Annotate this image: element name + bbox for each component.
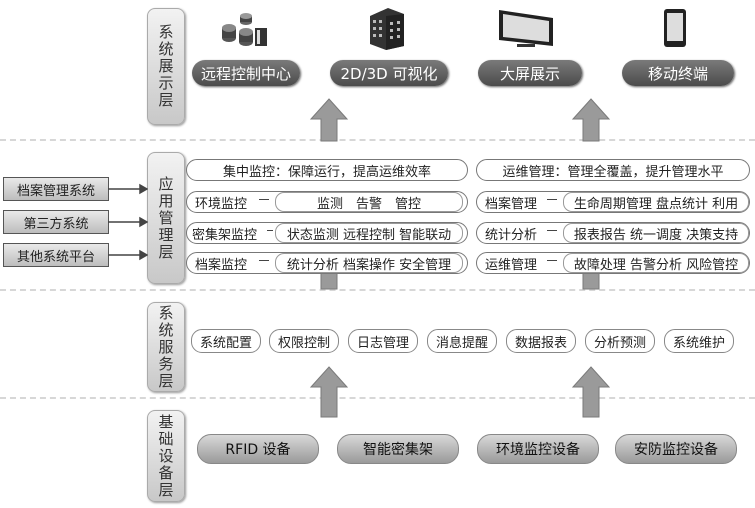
device-security-monitor: 安防监控设备 [615,434,737,464]
divider [0,289,755,291]
app-row-detail: 监测 告警 管控 [275,192,463,212]
tablet-icon [664,9,686,47]
divider [0,397,755,399]
app-row-shelving: 密集架监控 状态监测 远程控制 智能联动 [186,222,468,244]
external-system-archive: 档案管理系统 [3,177,109,201]
app-row-detail: 报表报告 统一调度 决策支持 [563,223,749,243]
monitor-icon [499,10,553,47]
display-item-remote-center: 远程控制中心 [192,60,300,86]
app-row-archive-monitor: 档案监控 统计分析 档案操作 安全管理 [186,252,468,274]
up-arrow-icon [309,98,349,142]
app-row-detail: 故障处理 告警分析 风险管控 [563,253,749,273]
layer-display: 系统展示层 [147,8,185,125]
app-row-statistics: 统计分析 报表报告 统一调度 决策支持 [476,222,750,244]
row-arrow [259,260,269,261]
row-arrow [259,199,269,200]
display-item-visualization: 2D/3D 可视化 [330,60,448,86]
service-logs: 日志管理 [348,329,418,353]
layer-service: 系统服务层 [147,302,185,392]
app-row-detail: 生命周期管理 盘点统计 利用 [563,192,749,212]
service-notifications: 消息提醒 [427,329,497,353]
app-row-detail: 统计分析 档案操作 安全管理 [275,253,463,273]
app-row-detail: 状态监测 远程控制 智能联动 [275,223,463,243]
app-row-label: 档案监控 [195,257,248,273]
app-row-label: 统计分析 [485,227,538,243]
app-row-label: 运维管理 [485,257,538,273]
display-item-big-screen: 大屏展示 [478,60,582,86]
up-arrow-icon [309,366,349,418]
service-reports: 数据报表 [506,329,576,353]
cylinders-icon [222,13,267,46]
layer-base: 基础设备层 [147,410,185,502]
divider [0,139,755,141]
app-row-label: 环境监控 [195,196,248,212]
device-rfid: RFID 设备 [197,434,319,464]
external-system-third-party: 第三方系统 [3,210,109,234]
up-arrow-icon [571,366,611,418]
app-row-archive-mgmt: 档案管理 生命周期管理 盘点统计 利用 [476,191,750,213]
service-config: 系统配置 [191,329,261,353]
app-row-ops: 运维管理 故障处理 告警分析 风险管控 [476,252,750,274]
row-arrow [267,230,273,231]
external-system-other: 其他系统平台 [3,243,109,267]
device-smart-shelving: 智能密集架 [337,434,459,464]
service-maintenance: 系统维护 [664,329,734,353]
connector-arrows [108,183,148,261]
up-arrow-icon [571,98,611,142]
row-arrow [547,199,557,200]
service-permissions: 权限控制 [269,329,339,353]
display-item-mobile: 移动终端 [622,60,734,86]
app-summary-left: 集中监控：保障运行，提高运维效率 [186,159,468,181]
app-row-label: 密集架监控 [192,227,258,243]
buildings-icon [370,8,404,50]
row-arrow [547,260,557,261]
app-summary-right: 运维管理：管理全覆盖，提升管理水平 [476,159,750,181]
device-env-monitor: 环境监控设备 [477,434,599,464]
service-forecast: 分析预测 [585,329,655,353]
layer-app: 应用管理层 [147,152,185,284]
app-row-label: 档案管理 [485,196,538,212]
app-row-env: 环境监控 监测 告警 管控 [186,191,468,213]
row-arrow [547,230,557,231]
